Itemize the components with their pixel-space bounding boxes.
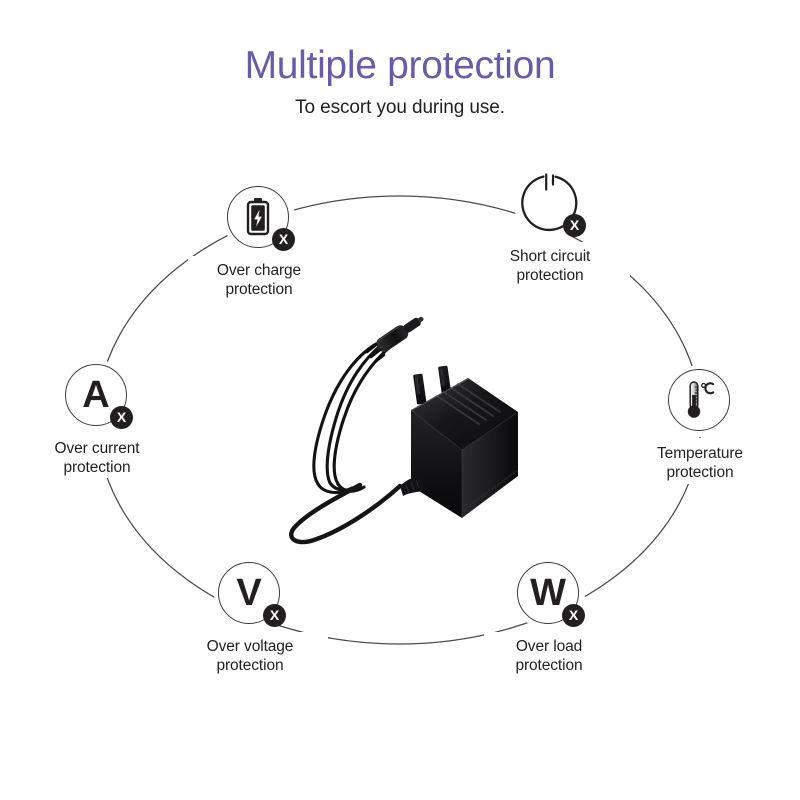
x-badge: X [563, 214, 586, 237]
letter-w-icon: W [517, 562, 579, 624]
letter-v-icon: V [218, 562, 280, 624]
x-badge: X [263, 604, 286, 627]
node-label: Over charge protection [216, 262, 302, 299]
page-title: Multiple protection [244, 44, 556, 87]
letter-glyph: A [82, 374, 110, 416]
x-badge: X [562, 604, 585, 627]
broken-circuit-icon [518, 172, 580, 234]
node-icon-wrap: X [518, 172, 586, 237]
node-icon-wrap: W X [517, 562, 585, 627]
node-label: Over load protection [515, 638, 583, 675]
node-short-circuit[interactable]: X Short circuit protection [450, 172, 650, 285]
node-icon-wrap: A X [65, 364, 133, 429]
letter-glyph: W [530, 572, 566, 614]
node-temperature[interactable]: Temperature protection [600, 369, 800, 482]
node-over-charge[interactable]: X Over charge protection [159, 186, 359, 299]
icon-ring [668, 369, 730, 431]
node-label: Over voltage protection [206, 638, 294, 675]
x-badge: X [272, 228, 295, 251]
letter-a-icon: A [65, 364, 127, 426]
letter-glyph: V [236, 572, 262, 614]
header: Multiple protection To escort you during… [0, 44, 800, 119]
node-icon-wrap: V X [218, 562, 286, 627]
node-over-load[interactable]: W X Over load protection [449, 562, 649, 675]
node-icon-wrap: X [227, 186, 295, 251]
page-subtitle: To escort you during use. [295, 96, 505, 118]
node-over-current[interactable]: A X Over current protection [0, 364, 197, 477]
product-image-ac-adapter [289, 316, 519, 545]
node-label: Over current protection [54, 440, 140, 477]
node-icon-wrap [668, 369, 732, 433]
battery-charge-icon [227, 186, 289, 248]
node-label: Temperature protection [657, 445, 743, 482]
node-over-voltage[interactable]: V X Over voltage protection [150, 562, 350, 675]
x-badge: X [110, 406, 133, 429]
thermometer-celsius-icon [668, 369, 730, 431]
node-label: Short circuit protection [509, 248, 591, 285]
